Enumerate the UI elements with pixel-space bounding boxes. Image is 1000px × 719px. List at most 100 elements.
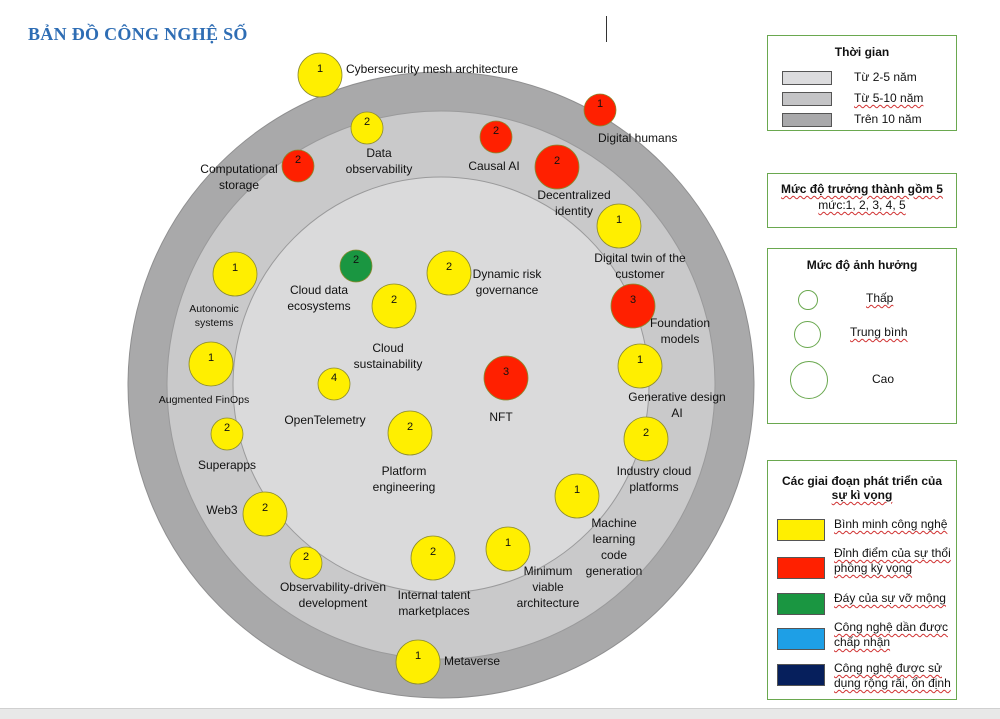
nft-maturity-number: 3 bbox=[503, 366, 509, 378]
stage-swatch-red bbox=[777, 557, 825, 579]
digital-twin-customer-label: Digital twin of the bbox=[594, 251, 686, 265]
cloud-sustainability-maturity-number: 2 bbox=[391, 294, 397, 306]
augmented-finops-label: Augmented FinOps bbox=[159, 394, 249, 406]
machine-learning-code-generation-maturity-number: 1 bbox=[574, 484, 580, 496]
platform-engineering-maturity-number: 2 bbox=[407, 421, 413, 433]
causal-ai-label: Causal AI bbox=[468, 159, 519, 173]
stage-swatch-green bbox=[777, 593, 825, 615]
minimum-viable-architecture-bubble[interactable] bbox=[485, 526, 531, 572]
machine-learning-code-generation-label: learning bbox=[593, 532, 636, 546]
dynamic-risk-governance-maturity-number: 2 bbox=[446, 261, 452, 273]
augmented-finops-bubble[interactable] bbox=[188, 341, 234, 387]
autonomic-systems-maturity-number: 1 bbox=[232, 262, 238, 274]
autonomic-systems-bubble[interactable] bbox=[212, 251, 258, 297]
ring-2-5-years bbox=[232, 176, 650, 594]
cloud-data-ecosystems-label: Cloud data bbox=[290, 283, 348, 297]
generative-design-ai-label: AI bbox=[671, 406, 682, 420]
cybersecurity-mesh-bubble[interactable] bbox=[297, 52, 343, 98]
superapps-maturity-number: 2 bbox=[224, 422, 230, 434]
platform-engineering-bubble[interactable] bbox=[387, 410, 433, 456]
web3-bubble[interactable] bbox=[242, 491, 288, 537]
web3-maturity-number: 2 bbox=[262, 502, 268, 514]
legend-stages-title-2: sự kì vọng bbox=[831, 488, 893, 502]
cloud-data-ecosystems-bubble[interactable] bbox=[339, 249, 373, 283]
digital-humans-bubble[interactable] bbox=[583, 93, 617, 127]
stage-label-4b: chấp nhận bbox=[834, 635, 891, 649]
augmented-finops-maturity-number: 1 bbox=[208, 352, 214, 364]
web3-label: Web3 bbox=[206, 503, 237, 517]
stage-swatch-light-blue bbox=[777, 628, 825, 650]
internal-talent-marketplaces-label: Internal talent bbox=[398, 588, 471, 602]
legend-time-label-3: Trên 10 năm bbox=[854, 112, 922, 126]
dynamic-risk-governance-label: Dynamic risk bbox=[473, 267, 543, 281]
legend-stages-title-1: Các giai đoạn phát triển của bbox=[781, 474, 943, 488]
digital-twin-customer-maturity-number: 1 bbox=[616, 214, 622, 226]
impact-large-circle bbox=[790, 361, 828, 399]
industry-cloud-platforms-label: Industry cloud bbox=[617, 464, 692, 478]
industry-cloud-platforms-maturity-number: 2 bbox=[643, 427, 649, 439]
metaverse-label: Metaverse bbox=[444, 654, 500, 668]
decentralized-identity-label: Decentralized bbox=[537, 188, 610, 202]
stage-label-1: Bình minh công nghệ bbox=[834, 517, 948, 531]
legend-maturity-subtitle: mức:1, 2, 3, 4, 5 bbox=[818, 198, 906, 212]
impact-high-label: Cao bbox=[872, 372, 895, 386]
minimum-viable-architecture-label: architecture bbox=[517, 596, 580, 610]
stage-label-3: Đáy của sự vỡ mộng bbox=[834, 591, 946, 605]
machine-learning-code-generation-bubble[interactable] bbox=[554, 473, 600, 519]
foundation-models-bubble[interactable] bbox=[610, 283, 656, 329]
decentralized-identity-label: identity bbox=[555, 204, 593, 218]
cloud-data-ecosystems-label: ecosystems bbox=[287, 299, 350, 313]
observability-driven-development-maturity-number: 2 bbox=[303, 551, 309, 563]
legend-time-title: Thời gian bbox=[834, 45, 890, 59]
observability-driven-development-bubble[interactable] bbox=[289, 546, 323, 580]
causal-ai-bubble[interactable] bbox=[479, 120, 513, 154]
cybersecurity-mesh-maturity-number: 1 bbox=[317, 63, 323, 75]
metaverse-bubble[interactable] bbox=[395, 639, 441, 685]
industry-cloud-platforms-bubble[interactable] bbox=[623, 416, 669, 462]
foundation-models-label: Foundation bbox=[650, 316, 710, 330]
legend-impact-title: Mức độ ảnh hưởng bbox=[806, 258, 918, 272]
data-observability-bubble[interactable] bbox=[350, 111, 384, 145]
superapps-bubble[interactable] bbox=[210, 417, 244, 451]
opentelemetry-bubble[interactable] bbox=[317, 367, 351, 401]
stage-swatch-navy bbox=[777, 664, 825, 686]
internal-talent-marketplaces-label: marketplaces bbox=[398, 604, 469, 618]
text-cursor bbox=[606, 16, 607, 42]
decentralized-identity-bubble[interactable] bbox=[534, 144, 580, 190]
foundation-models-maturity-number: 3 bbox=[630, 294, 636, 306]
legend-stages: Các giai đoạn phát triển của sự kì vọng … bbox=[767, 460, 957, 700]
internal-talent-marketplaces-bubble[interactable] bbox=[410, 535, 456, 581]
stage-label-5b: dụng rộng rãi, ổn định bbox=[834, 676, 951, 690]
minimum-viable-architecture-label: viable bbox=[532, 580, 564, 594]
stage-swatch-yellow bbox=[777, 519, 825, 541]
minimum-viable-architecture-maturity-number: 1 bbox=[505, 537, 511, 549]
dynamic-risk-governance-bubble[interactable] bbox=[426, 250, 472, 296]
legend-time-label-2: Từ 5-10 năm bbox=[854, 91, 924, 105]
cloud-sustainability-bubble[interactable] bbox=[371, 283, 417, 329]
generative-design-ai-bubble[interactable] bbox=[617, 343, 663, 389]
autonomic-systems-label: systems bbox=[195, 317, 234, 329]
computational-storage-label: Computational bbox=[200, 162, 277, 176]
nft-bubble[interactable] bbox=[483, 355, 529, 401]
impact-medium-circle bbox=[794, 321, 821, 348]
bottom-scrollbar[interactable] bbox=[0, 708, 1000, 719]
autonomic-systems-label: Autonomic bbox=[189, 303, 239, 315]
legend-time-label-1: Từ 2-5 năm bbox=[854, 70, 917, 84]
computational-storage-maturity-number: 2 bbox=[295, 154, 301, 166]
data-observability-label: observability bbox=[346, 162, 413, 176]
stage-label-4a: Công nghệ dần được bbox=[834, 620, 948, 634]
digital-humans-maturity-number: 1 bbox=[597, 98, 603, 110]
nft-label: NFT bbox=[489, 410, 513, 424]
legend-impact: Mức độ ảnh hưởng Thấp Trung bình Cao bbox=[767, 248, 957, 424]
digital-twin-customer-bubble[interactable] bbox=[596, 203, 642, 249]
superapps-label: Superapps bbox=[198, 458, 256, 472]
computational-storage-bubble[interactable] bbox=[281, 149, 315, 183]
impact-small-circle bbox=[798, 290, 818, 310]
stage-label-2a: Đỉnh điểm của sự thổi bbox=[834, 546, 951, 560]
legend-time: Thời gian Từ 2-5 năm Từ 5-10 năm Trên 10… bbox=[767, 35, 957, 131]
minimum-viable-architecture-label: Minimum bbox=[524, 564, 573, 578]
legend-time-swatch-1 bbox=[782, 71, 832, 85]
cybersecurity-mesh-label: Cybersecurity mesh architecture bbox=[346, 62, 518, 76]
platform-engineering-label: engineering bbox=[373, 480, 436, 494]
